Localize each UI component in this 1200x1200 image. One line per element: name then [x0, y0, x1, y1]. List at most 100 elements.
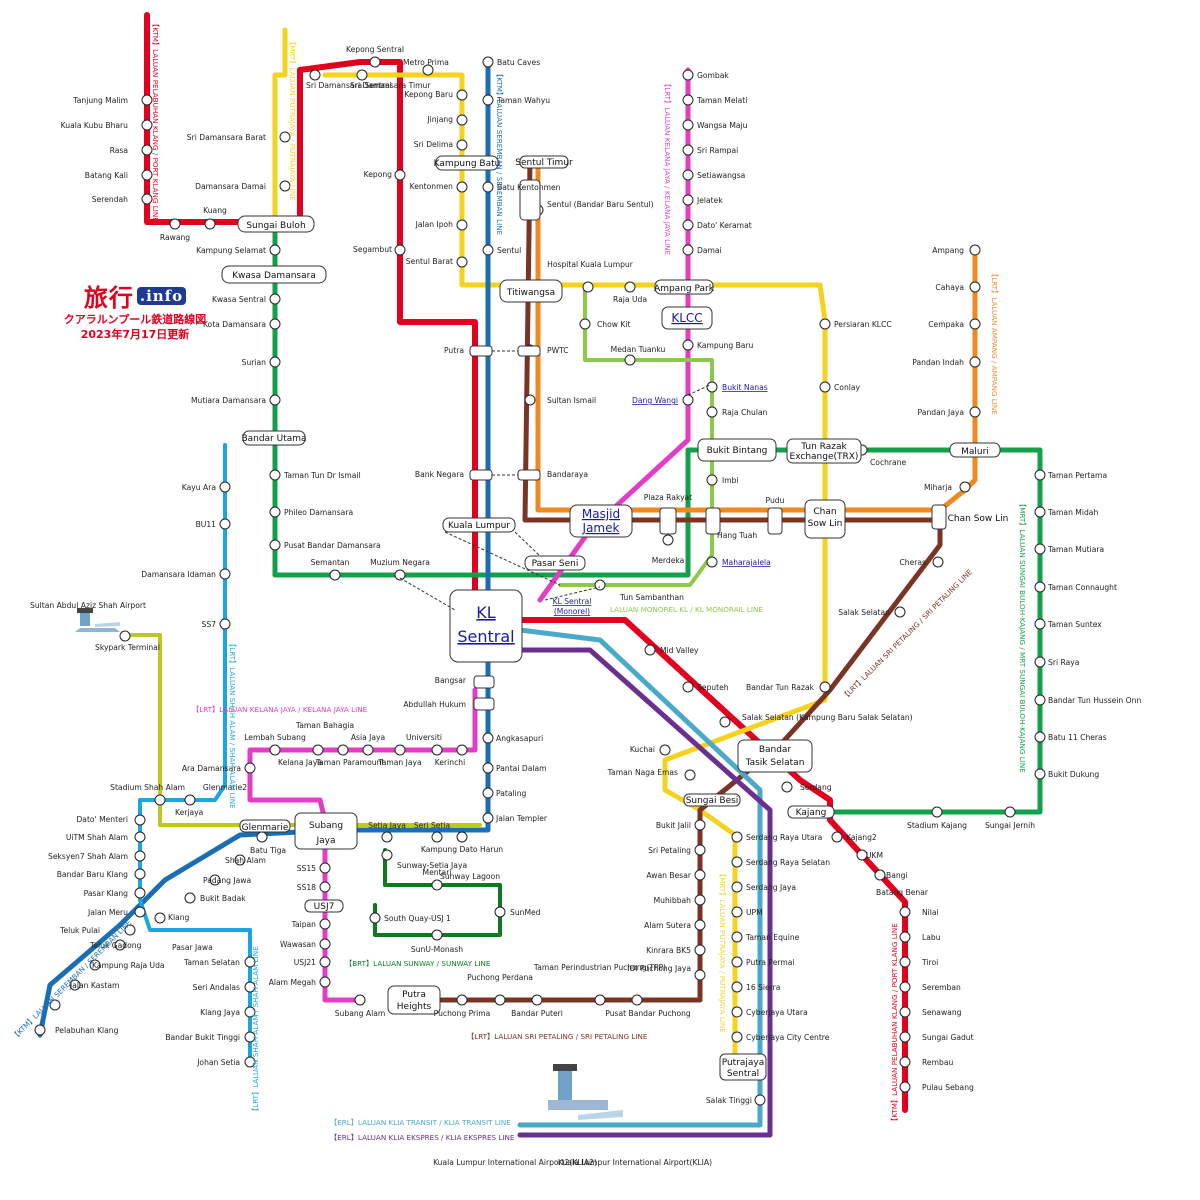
station-label: Cochrane: [870, 458, 907, 467]
station-label: Salak Selatan: [838, 608, 890, 617]
station-label: Salak Tinggi: [706, 1096, 752, 1105]
station-label: SunMed: [510, 908, 541, 917]
station-label: Taman Suntex: [1047, 620, 1102, 629]
station-label: Taman Perindustrian Puchong(TPP): [533, 963, 666, 972]
station-label: Batu Kentonmen: [497, 183, 561, 192]
line-label: 【KTM】LALUAN PELABUHAN KLANG / PORT KLANG…: [151, 20, 160, 222]
station-label: Klang: [168, 913, 190, 922]
station-label: Taman Paramount: [315, 758, 385, 767]
hub-label: Kampung Batu: [434, 159, 501, 169]
hub-label: Tasik Selatan: [745, 758, 805, 768]
station-label: Pelabuhan Klang: [55, 1026, 119, 1035]
station-label: Serdang Raya Selatan: [746, 858, 830, 867]
station-label: Kerinchi: [435, 758, 465, 767]
update-date: 2023年7月17日更新: [80, 327, 190, 341]
station-label: Bandar Baru Klang: [57, 870, 128, 879]
station-label: Mutiara Damansara: [191, 396, 266, 405]
station-label: Maharajalela: [722, 558, 771, 567]
station-label: Taman Mutiara: [1047, 545, 1104, 554]
station-label: Ara Damansara: [182, 764, 241, 773]
station-label: Setiawangsa: [697, 171, 745, 180]
station-label: Mid Valley: [660, 646, 699, 655]
station-label: Bandaraya: [547, 470, 588, 479]
station-label: Sultan Ismail: [547, 396, 596, 405]
klia-ekspres-line: [517, 647, 773, 1138]
station-label: (Monorel): [554, 607, 590, 616]
line-label: 【MRT】LALUAN PUTRAJAYA / PUTRAJAYA LINE: [718, 870, 727, 1033]
hub-bukit-bintang: [697, 438, 777, 462]
hub-kuala-lumpur: [442, 517, 516, 533]
station-label: Taman Jaya: [377, 758, 421, 767]
hub-bandar-tasik-selatan: [737, 739, 813, 773]
station-label: Putra: [444, 346, 464, 355]
station-label: Raja Uda: [613, 295, 647, 304]
station-label: Padang Jawa: [203, 876, 251, 885]
station-label: Bandar Puteri: [511, 1009, 563, 1018]
station-label: Jinjang: [426, 115, 453, 124]
station-label: UPM: [746, 908, 763, 917]
line-label: 【MRT】LALUAN PUTRAJAYA / PUTRAJAYA LINE: [288, 38, 297, 201]
line-label: 【ERL】LALUAN KLIA TRANSIT / KLIA TRANSIT …: [330, 1118, 511, 1127]
station-label: Kampung Baru: [697, 341, 754, 350]
hub-label: Tun Razak: [800, 442, 847, 452]
station-label: Pasar Klang: [84, 889, 129, 898]
station-label: Bandar Tun Hussein Onn: [1048, 696, 1141, 705]
station-label: Abdullah Hukum: [403, 700, 466, 709]
station-label: Taman Midah: [1047, 508, 1098, 517]
station-label: Pataling: [496, 789, 527, 798]
station-label: Angkasapuri: [496, 734, 543, 743]
station-label: Taman Tun Dr Ismail: [283, 471, 361, 480]
hub-klcc: [661, 306, 713, 330]
station-label: Sri Raya: [1048, 658, 1079, 667]
station-label: Skypark Terminal: [95, 643, 160, 652]
brand-logo-text: 旅行: [83, 283, 134, 312]
station-label: Taman Naga Emas: [607, 768, 678, 777]
station-label: South Quay-USJ 1: [384, 914, 451, 923]
hub-label: Sentul Timur: [515, 158, 573, 168]
station-label: Stadium Kajang: [907, 821, 967, 830]
station-dots: [34, 56, 1046, 1106]
station-label: Muhibbah: [654, 896, 692, 905]
station-label: Kota Damansara: [203, 320, 266, 329]
station-label: Raja Chulan: [722, 408, 768, 417]
sri-petaling-line: [427, 157, 943, 1003]
station-label: Pandan Jaya: [918, 408, 964, 417]
station-label: Batu Caves: [497, 58, 540, 67]
station-label: 16 Sierra: [746, 983, 780, 992]
line-label: 【BRT】LALUAN SUNWAY / SUNWAY LINE: [345, 959, 491, 968]
station-label: Persiaran KLCC: [834, 320, 892, 329]
station-label: Taipan: [291, 920, 317, 929]
station-label: Batu 11 Cheras: [1048, 733, 1107, 742]
station-label: Imbi: [722, 476, 739, 485]
station-label: Muzium Negara: [370, 558, 430, 567]
ampang-line: [535, 157, 978, 513]
hub-label: Ampang Park: [654, 284, 715, 294]
brand-block: 旅行.info クアラルンプール鉄道路線図 2023年7月17日更新: [40, 278, 230, 343]
station-label: SS7: [202, 620, 217, 629]
station-label: Sri Damansara Timur: [350, 81, 431, 90]
station-label: Hang Tuah: [717, 531, 757, 540]
station-label: Pusat Bandar Puchong: [605, 1009, 691, 1018]
station-label: Sri Delima: [414, 140, 453, 149]
station-label: Seputeh: [697, 683, 729, 692]
hub-pasar-seni: [524, 555, 586, 571]
station-label: Glenmarie2: [203, 783, 247, 792]
hub-label: Sentral: [457, 627, 514, 646]
hub-label: Bukit Bintang: [707, 446, 768, 456]
station-label: SS15: [297, 864, 316, 873]
station-label: KL Sentral: [553, 597, 592, 606]
station-label: Rembau: [922, 1058, 953, 1067]
station-label: Sungai Gadut: [922, 1033, 974, 1042]
station-label: Sultan Abdul Aziz Shah Airport: [30, 601, 146, 610]
station-label: Nilai: [922, 908, 939, 917]
station-label: Wangsa Maju: [697, 121, 748, 130]
station-label: Labu: [922, 933, 941, 942]
station-label: Jelatek: [696, 196, 723, 205]
hub-sentul-timur: [519, 155, 569, 169]
station-label: Conlay: [834, 383, 861, 392]
station-label: Serdang Raya Utara: [746, 833, 822, 842]
station-label: Bukit Jalil: [656, 821, 691, 830]
station-label: Taman Bahagia: [295, 721, 354, 730]
station-label: Universiti: [406, 733, 442, 742]
station-label: Teluk Pulai: [59, 926, 100, 935]
